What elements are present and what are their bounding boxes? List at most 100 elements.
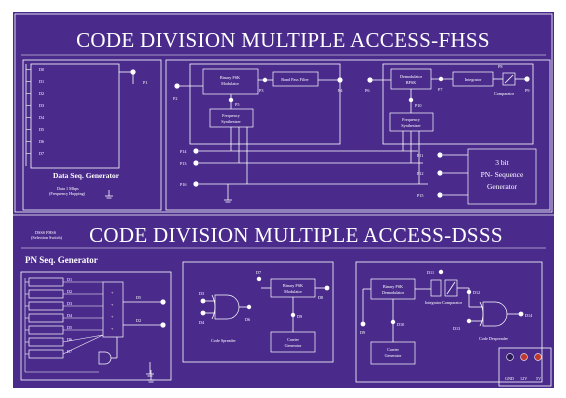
despreader-d11-terminal[interactable]	[438, 269, 444, 275]
tx-band-pass-filter	[272, 71, 319, 87]
rx-p9-label: P9	[525, 88, 529, 93]
despreader-d13-terminal[interactable]	[466, 318, 472, 324]
spreader-d8-label: D8	[318, 295, 323, 300]
fhss-right-panel	[165, 59, 551, 211]
pn-p12-terminal[interactable]	[437, 170, 443, 176]
rx-synth-line2: Synthesizer	[401, 123, 421, 128]
tx-p3-terminal[interactable]	[262, 77, 268, 83]
dsss-pn-tap-label: D7	[67, 349, 72, 354]
despreader-integrator	[430, 279, 442, 297]
dsss-pn-stage-tap	[62, 334, 104, 355]
rx-p7-label: P7	[438, 87, 442, 92]
despreader-d9-terminal[interactable]	[360, 321, 366, 327]
circuit-diagram: CODE DIVISION MULTIPLE ACCESS-FHSS D0D1D…	[13, 13, 554, 387]
power-panel-box	[498, 347, 552, 387]
dsss-pn-out-terminal-2[interactable]	[160, 322, 166, 328]
despreader-d14-label: D14	[525, 313, 533, 318]
dsss-code-despreader: Binary PSK Demodulator D9 Carrier Genera…	[355, 261, 543, 383]
bus-p14-label: P14	[180, 149, 187, 154]
dsss-code-spreader: D3 D4 D6 Binary PSK Modulator D7 D8 Carr…	[182, 261, 334, 363]
pn-p15-label: P15	[417, 193, 424, 198]
dsss-pn-stage	[28, 301, 64, 311]
spreader-d7-terminal[interactable]	[256, 276, 262, 282]
dsss-pn-xor-pin-3: +	[111, 314, 114, 319]
dsss-pn-out-terminal-1[interactable]	[160, 299, 166, 305]
despreader-d14-terminal[interactable]	[518, 311, 524, 317]
dsss-pn-panel	[20, 271, 172, 381]
despreader-integrator-label: Integrator	[425, 300, 442, 305]
pn-p12-label: P12	[417, 171, 424, 176]
dsss-pn-xor-pin-2: +	[111, 302, 114, 307]
despreader-label: Code Despreader	[479, 336, 509, 341]
spreader-carrier-line1: Carrier	[287, 337, 299, 342]
tx-p4-terminal[interactable]	[337, 77, 343, 83]
data-seq-bit-label: D1	[39, 79, 44, 84]
bus-p16-terminal[interactable]	[193, 181, 199, 187]
despreader-d10-label: D10	[397, 322, 404, 327]
bus-p13-terminal[interactable]	[193, 160, 199, 166]
tx-bpf-label: Band Pass Filter	[281, 77, 309, 82]
power-5v-label: 5V	[536, 376, 541, 381]
pn-p11-terminal[interactable]	[437, 152, 443, 158]
tx-p3-label: P3	[259, 88, 263, 93]
rx-frequency-synthesizer	[389, 112, 434, 132]
spreader-d9-terminal[interactable]	[290, 312, 296, 318]
dsss-pn-out-label-2: D2	[136, 318, 141, 323]
rx-demodulator	[390, 68, 432, 90]
power-12v-socket[interactable]	[520, 353, 528, 361]
bus-p16-label: P16	[180, 182, 187, 187]
data-seq-bit-label: D7	[39, 151, 44, 156]
despreader-d12-label: D12	[473, 290, 480, 295]
dsss-title: CODE DIVISION MULTIPLE ACCESS-DSSS	[89, 223, 503, 247]
spreader-d7-label: D7	[256, 270, 261, 275]
spreader-bpsk-line1: Binary PSK	[283, 283, 303, 288]
tx-p2-terminal[interactable]	[174, 83, 180, 89]
dsss-pn-xor-pin-1: +	[111, 290, 114, 295]
despreader-comparator-glyph	[446, 281, 456, 295]
spreader-d3-terminal[interactable]	[200, 298, 206, 304]
despreader-d9-label: D9	[360, 330, 365, 335]
power-gnd-socket[interactable]	[506, 353, 514, 361]
spreader-xor-arc	[211, 294, 216, 320]
despreader-d12-terminal[interactable]	[466, 289, 472, 295]
spreader-xor-gate	[214, 294, 240, 320]
dsss-switch-note-2: (Selection Switch)	[31, 235, 63, 240]
data-seq-bit-label: D3	[39, 103, 44, 108]
despreader-d10-terminal[interactable]	[390, 319, 396, 325]
rx-integrator-label: Integrator	[465, 77, 482, 82]
despreader-d13-label: D13	[453, 326, 460, 331]
despreader-carrier-line1: Carrier	[387, 347, 399, 352]
rx-p10-terminal[interactable]	[408, 97, 414, 103]
fhss-transceiver: Binary PSK Modulator Band Pass Filter Fr…	[165, 59, 551, 211]
tx-p5-terminal[interactable]	[228, 97, 234, 103]
bus-p14-terminal[interactable]	[193, 148, 199, 154]
tx-p4-label: P4	[338, 88, 343, 93]
rx-p7-terminal[interactable]	[438, 76, 444, 82]
dsss-pn-stage	[28, 277, 64, 287]
rx-p9-terminal[interactable]	[524, 76, 530, 82]
dsss-pn-tap-label: D2	[67, 289, 72, 294]
tx-bpsk-modulator	[202, 68, 259, 95]
spreader-d4-label: D4	[199, 320, 205, 325]
dsss-pn-tap-label: D4	[67, 313, 73, 318]
spreader-d8-terminal[interactable]	[324, 285, 330, 291]
power-5v-socket[interactable]	[534, 353, 542, 361]
spreader-d4-terminal[interactable]	[200, 310, 206, 316]
tx-frame	[189, 63, 341, 145]
rx-p6-terminal[interactable]	[367, 77, 373, 83]
rx-p8-label: P8	[498, 64, 502, 69]
despreader-comparator-label: Comparator	[442, 300, 463, 305]
rx-comparator-label: Comparator	[494, 91, 515, 96]
pn-p15-terminal[interactable]	[437, 192, 443, 198]
spreader-label: Code Spreader	[211, 338, 236, 343]
tx-p2-label: P2	[173, 96, 177, 101]
spreader-d6-terminal[interactable]	[246, 304, 252, 310]
data-seq-register	[30, 63, 120, 169]
pn-sequence-generator	[467, 148, 537, 205]
despreader-d11-label: D11	[427, 270, 434, 275]
despreader-xor-gate	[482, 301, 508, 327]
dsss-pn-label: PN Seq. Generator	[25, 255, 98, 265]
